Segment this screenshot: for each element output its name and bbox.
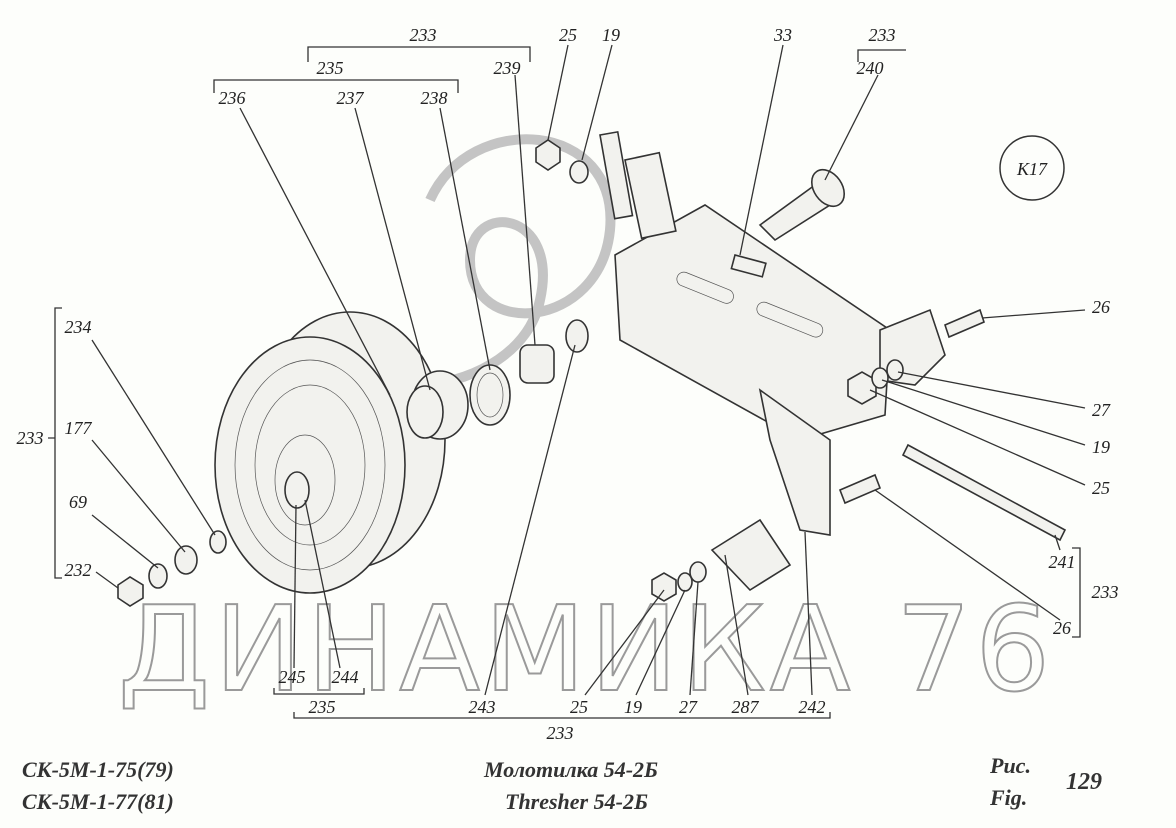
callout-label: 25 [559, 25, 577, 45]
callout-label: 245 [279, 667, 306, 687]
callout-label: 233 [1092, 582, 1119, 602]
pin-part [758, 168, 846, 242]
model-code-2: СК-5М-1-77(81) [22, 789, 174, 814]
k17-badge: K17 [1016, 159, 1048, 179]
callout-label: 241 [1049, 552, 1076, 572]
model-code-1: СК-5М-1-75(79) [22, 757, 174, 782]
callout-label: 27 [679, 697, 698, 717]
callout-label: 233 [410, 25, 437, 45]
callout-label: 234 [65, 317, 92, 337]
pulley-part [214, 311, 446, 594]
watermark: ДИНАМИКА 76 [118, 580, 1054, 718]
grouping-brackets [48, 46, 1081, 719]
leader-lines [91, 44, 1086, 696]
callout-label: 19 [602, 25, 620, 45]
callout-label: 243 [469, 697, 496, 717]
bracket-part [599, 130, 946, 536]
callout-label: 26 [1053, 618, 1071, 638]
callout-label: 232 [65, 560, 92, 580]
fig-label-ru: Рис. [990, 753, 1031, 778]
hub-parts [406, 319, 589, 440]
fig-label-en: Fig. [990, 785, 1028, 810]
callout-label: 19 [1092, 437, 1110, 457]
callout-label: 33 [773, 25, 792, 45]
k17-badge-circle [999, 135, 1065, 201]
callout-label: 27 [1092, 400, 1111, 420]
callout-label: 233 [17, 428, 44, 448]
callout-labels: 233 235 239 236 237 238 25 19 33 233 240… [17, 25, 1119, 743]
callout-label: 235 [309, 697, 336, 717]
callout-label: 235 [317, 58, 344, 78]
callout-label: 287 [732, 697, 760, 717]
callout-label: 19 [624, 697, 642, 717]
callout-label: 233 [869, 25, 896, 45]
callout-label: 237 [337, 88, 365, 108]
callout-label: 25 [570, 697, 588, 717]
callout-label: 239 [494, 58, 521, 78]
fig-number: 129 [1066, 769, 1102, 795]
callout-label: 240 [857, 58, 884, 78]
callout-label: 238 [421, 88, 448, 108]
callout-label: 236 [219, 88, 246, 108]
watermark-swirl [315, 134, 616, 391]
fasteners [117, 139, 1067, 607]
callout-label: 69 [69, 492, 87, 512]
callout-label: 242 [799, 697, 826, 717]
callout-label: 244 [332, 667, 359, 687]
title-en: Thresher 54-2Б [505, 789, 648, 814]
title-ru: Молотилка 54-2Б [484, 757, 659, 782]
callout-label: 233 [547, 723, 574, 743]
callout-label: 25 [1092, 478, 1110, 498]
callout-label: 26 [1092, 297, 1110, 317]
callout-label: 177 [65, 418, 93, 438]
